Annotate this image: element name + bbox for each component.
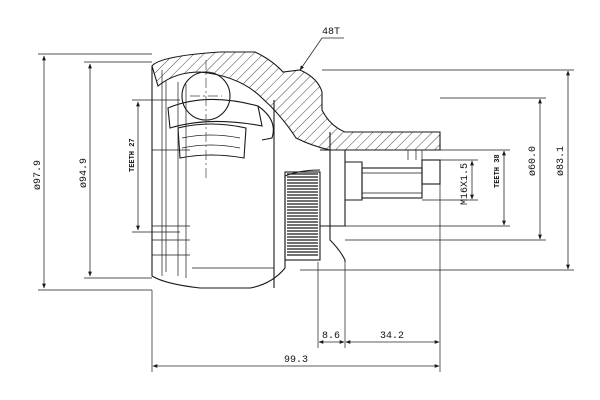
label-thread: M16X1.5 <box>460 163 471 205</box>
label-48t: 48T <box>322 27 340 38</box>
inner-race <box>177 123 247 159</box>
abs-ring-outline <box>284 171 321 261</box>
spline <box>361 167 423 199</box>
label-inner-teeth: TEETH 27 <box>129 138 137 172</box>
label-body-diameter: ø94.9 <box>79 158 90 188</box>
label-stub-length: 34.2 <box>380 331 404 342</box>
label-shoulder-length: 8.6 <box>322 331 340 342</box>
label-flange-diameter: ø83.1 <box>556 146 567 176</box>
thread-end <box>421 159 441 185</box>
label-overall-length: 99.3 <box>284 355 308 366</box>
dimension-lines <box>38 37 574 372</box>
abs-ring <box>287 173 318 256</box>
cage <box>167 98 263 129</box>
stub-shaft <box>320 132 441 262</box>
label-outer-diameter: ø97.9 <box>33 160 44 190</box>
label-stub-diameter: ø60.0 <box>528 146 539 176</box>
label-stub-teeth: TEETH 38 <box>494 154 502 188</box>
outer-race-body <box>151 51 441 289</box>
housing-section-hatch <box>151 51 441 151</box>
